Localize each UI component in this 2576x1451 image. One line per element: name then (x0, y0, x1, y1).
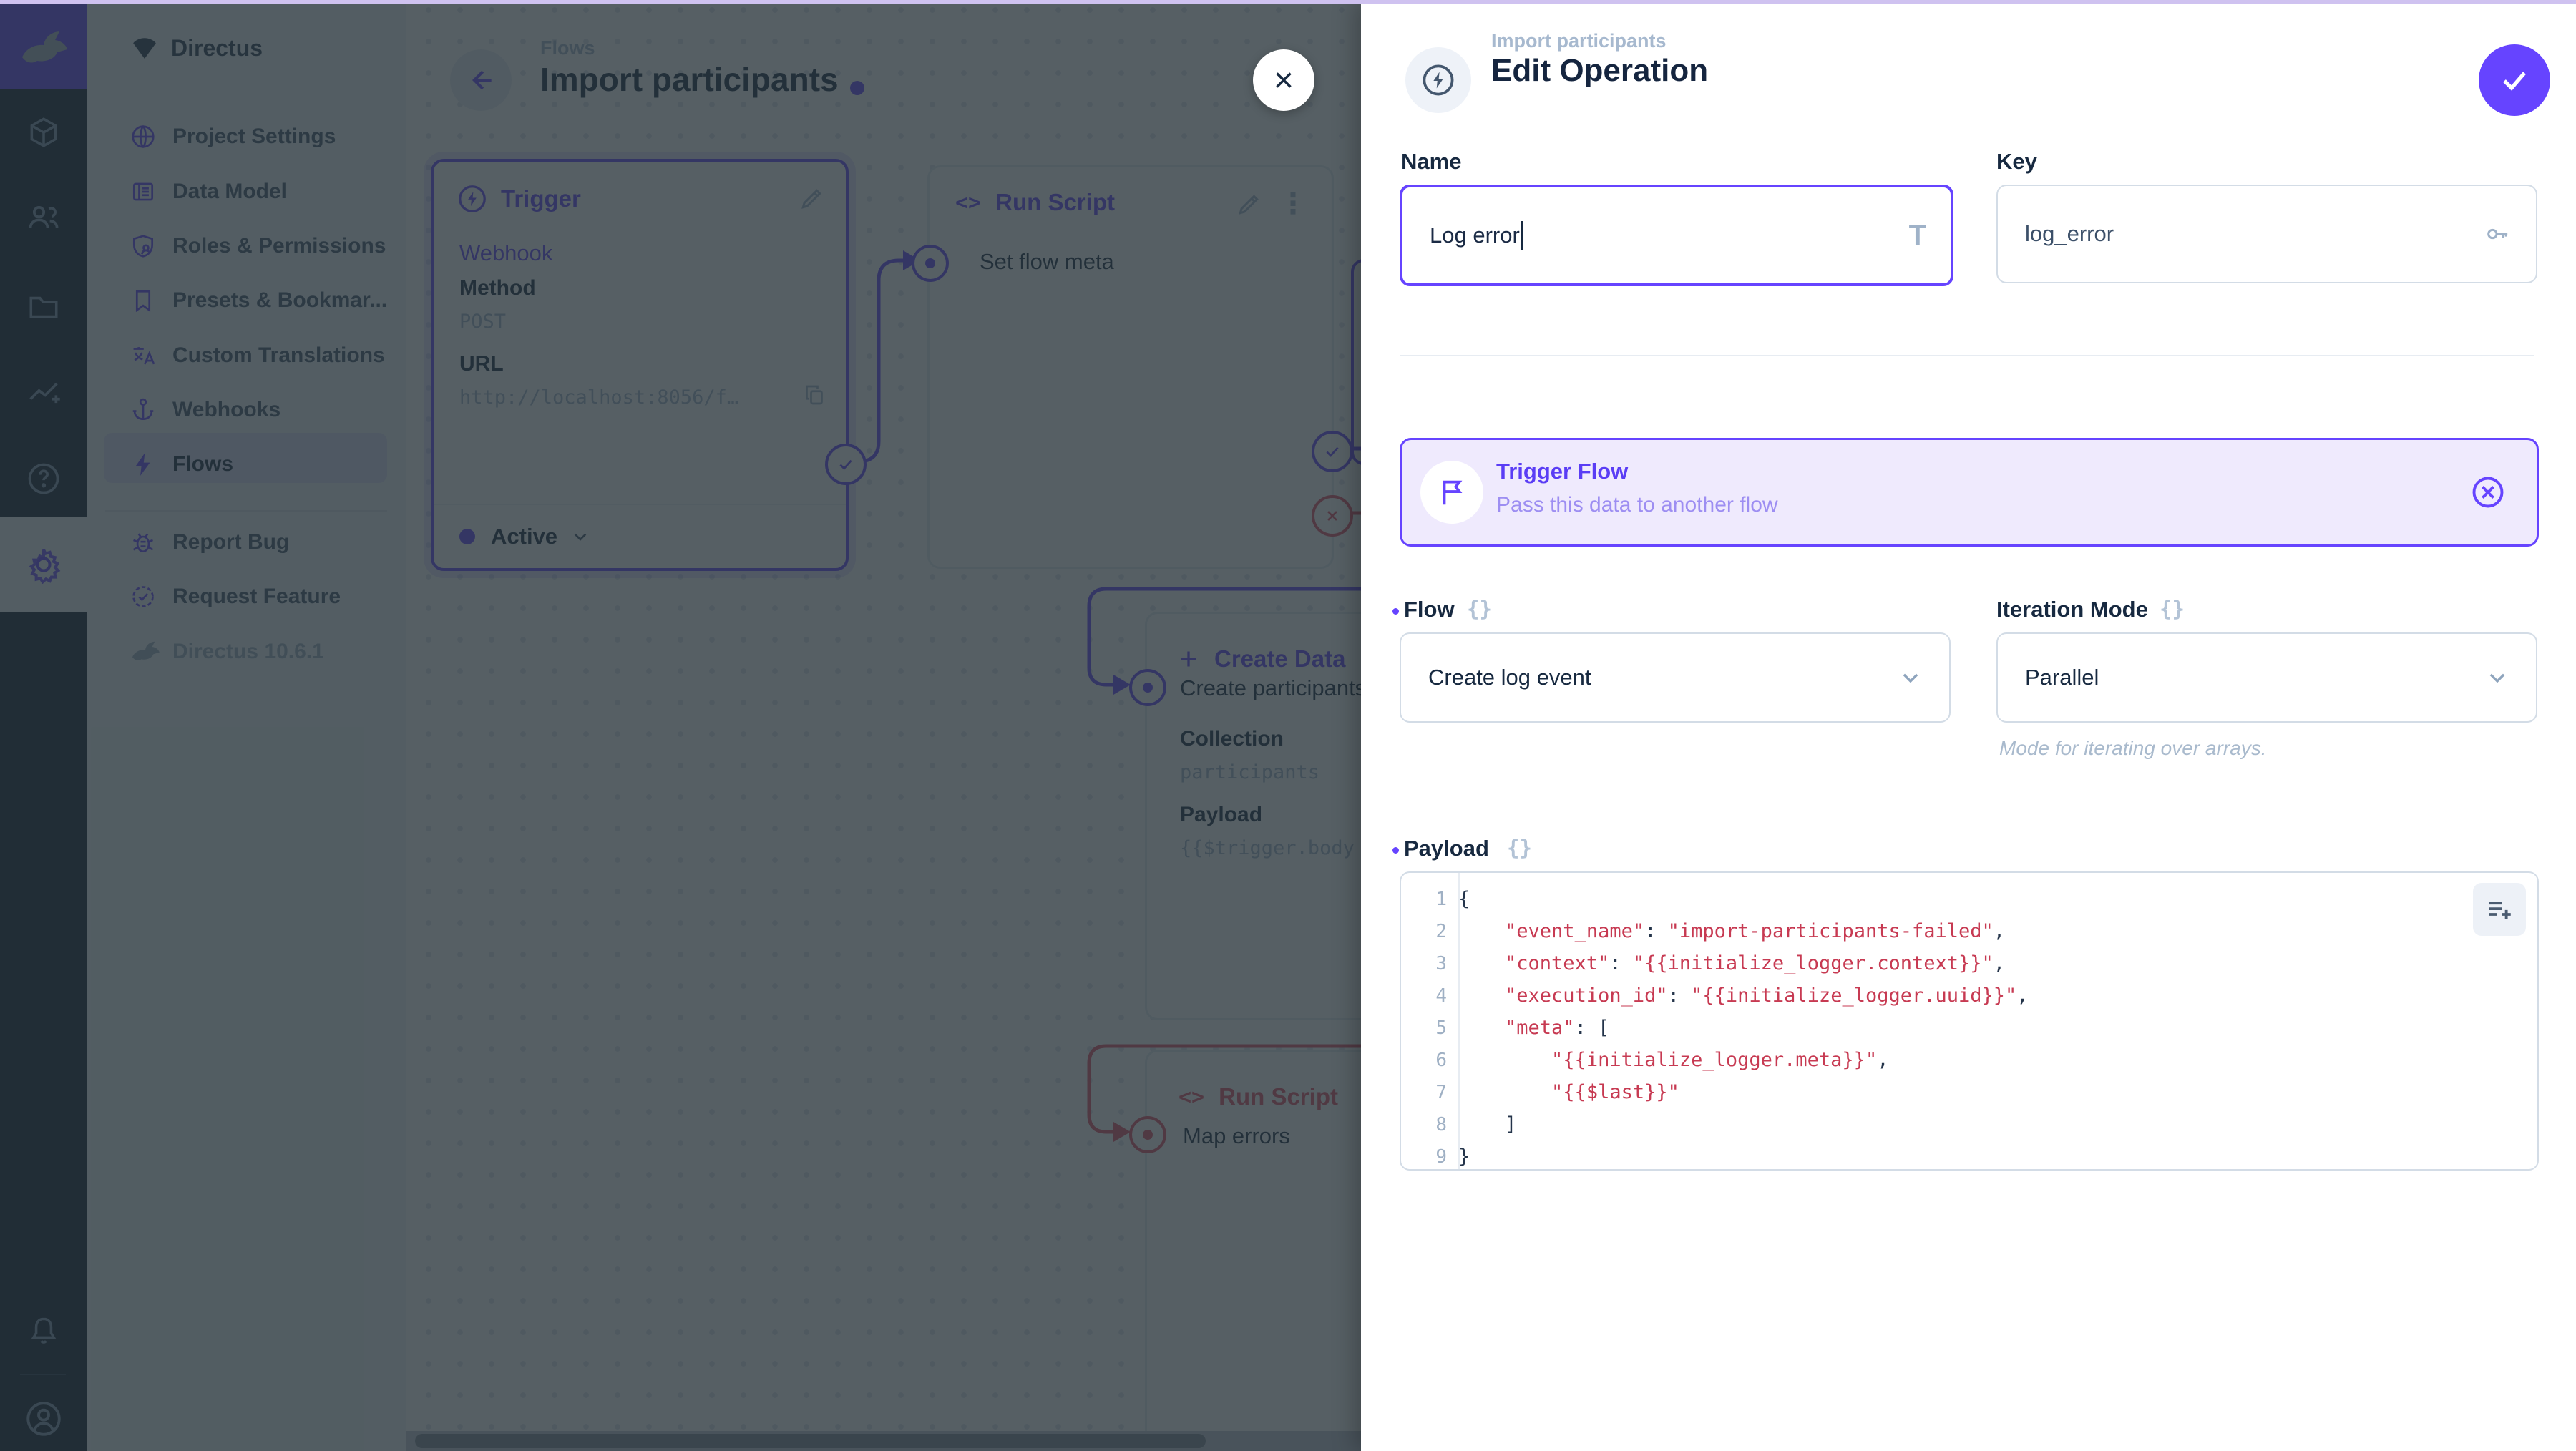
flow-value: Create log event (1428, 665, 1591, 690)
key-input[interactable]: log_error (1996, 185, 2537, 283)
raw-value-icon[interactable]: {} (1507, 836, 1532, 860)
deselect-icon[interactable] (2469, 474, 2507, 511)
trigger-flow-banner[interactable]: Trigger Flow Pass this data to another f… (1400, 438, 2539, 547)
line-content: "meta": [ (1505, 1017, 1610, 1039)
key-icon (2483, 220, 2512, 248)
editor-options-button[interactable] (2473, 883, 2526, 936)
line-content: } (1458, 1145, 1470, 1168)
line-number: 7 (1435, 1081, 1447, 1103)
code-line[interactable]: 9} (1401, 1140, 2537, 1169)
line-number: 9 (1435, 1145, 1447, 1168)
line-content: "execution_id": "{{initialize_logger.uui… (1505, 985, 2029, 1007)
text-cursor (1521, 221, 1523, 250)
code-line[interactable]: 1{ (1401, 883, 2537, 915)
code-line[interactable]: 3 "context": "{{initialize_logger.contex… (1401, 947, 2537, 979)
title-format-icon[interactable]: T (1908, 219, 1926, 251)
section-divider (1400, 355, 2534, 356)
line-content: "context": "{{initialize_logger.context}… (1505, 952, 2006, 974)
line-number: 3 (1435, 952, 1447, 974)
payload-label: Payload (1404, 836, 1489, 861)
save-button[interactable] (2479, 44, 2550, 116)
key-value: log_error (2025, 221, 2114, 246)
check-icon (2503, 72, 2526, 91)
top-accent-strip (0, 0, 2576, 4)
bolt-circle-icon (1423, 64, 1454, 96)
iteration-mode-label: Iteration Mode (1996, 597, 2148, 622)
flow-label: Flow (1404, 597, 1455, 622)
name-input[interactable]: Log error T (1400, 185, 1953, 286)
iteration-value: Parallel (2025, 665, 2099, 690)
flow-edited-dot (1392, 608, 1399, 615)
raw-value-icon[interactable]: {} (1467, 597, 1492, 621)
code-line[interactable]: 6 "{{initialize_logger.meta}}", (1401, 1044, 2537, 1076)
gutter-separator (1458, 873, 1460, 1169)
code-line[interactable]: 7 "{{$last}}" (1401, 1076, 2537, 1108)
line-content: { (1458, 888, 1470, 910)
code-line[interactable]: 8 ] (1401, 1108, 2537, 1140)
line-content: "{{initialize_logger.meta}}", (1551, 1049, 1889, 1071)
raw-value-icon[interactable]: {} (2160, 597, 2185, 621)
drawer-title: Edit Operation (1491, 53, 1709, 88)
chevron-down-icon (1896, 663, 1925, 692)
banner-subtitle: Pass this data to another flow (1496, 493, 1778, 517)
operation-icon-button[interactable] (1405, 47, 1471, 113)
payload-code-editor[interactable]: 1{2 "event_name": "import-participants-f… (1400, 871, 2539, 1171)
name-value: Log error (1430, 223, 1520, 248)
drawer-overlay[interactable] (0, 0, 1361, 1451)
code-line[interactable]: 4 "execution_id": "{{initialize_logger.u… (1401, 979, 2537, 1012)
flow-select[interactable]: Create log event (1400, 632, 1951, 723)
line-content: "event_name": "import-participants-faile… (1505, 920, 2006, 942)
line-number: 1 (1435, 888, 1447, 910)
line-number: 2 (1435, 920, 1447, 942)
line-content: ] (1458, 1113, 1517, 1135)
iteration-note: Mode for iterating over arrays. (1999, 737, 2267, 759)
payload-edited-dot (1392, 847, 1399, 854)
drawer-breadcrumb: Import participants (1491, 30, 1667, 52)
chevron-down-icon (2483, 663, 2512, 692)
playlist-add-icon (2489, 902, 2511, 919)
iteration-mode-select[interactable]: Parallel (1996, 632, 2537, 723)
close-drawer-button[interactable] (1253, 49, 1314, 111)
line-number: 5 (1435, 1017, 1447, 1039)
line-content: "{{$last}}" (1551, 1081, 1679, 1103)
code-line[interactable]: 5 "meta": [ (1401, 1012, 2537, 1044)
line-number: 8 (1435, 1113, 1447, 1135)
name-label: Name (1401, 149, 1462, 174)
code-line[interactable]: 2 "event_name": "import-participants-fai… (1401, 915, 2537, 947)
flag-icon (1420, 461, 1483, 524)
banner-title: Trigger Flow (1496, 459, 1629, 484)
close-icon (1276, 72, 1292, 88)
edit-operation-drawer: Import participants Edit Operation Name … (1361, 0, 2576, 1451)
key-label: Key (1996, 149, 2037, 174)
line-number: 6 (1435, 1049, 1447, 1071)
line-number: 4 (1435, 985, 1447, 1007)
